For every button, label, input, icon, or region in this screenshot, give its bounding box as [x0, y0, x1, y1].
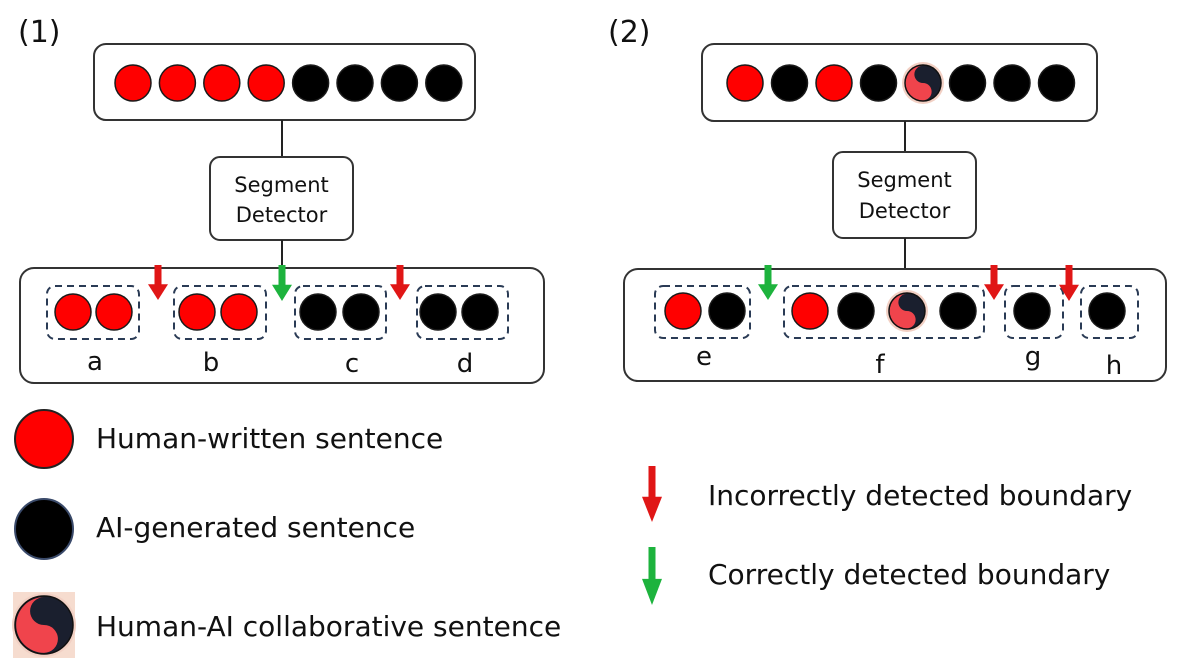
group-c-sentence-2 — [342, 293, 380, 331]
legend-human-circle — [14, 409, 74, 469]
panel-2-label: (2) — [608, 15, 651, 50]
group-label-h: h — [1106, 351, 1122, 381]
segment-group-d: d — [416, 285, 509, 379]
panel-1-output-groups: a b c d — [46, 285, 509, 379]
panel-2-boundary-3-incorrect — [1059, 265, 1079, 301]
group-a-sentence-2 — [95, 293, 133, 331]
panel-1-input-sequence — [114, 64, 463, 102]
input-sentence-3 — [815, 64, 853, 102]
legend-collab-label: Human-AI collaborative sentence — [96, 610, 561, 643]
input-sentence-7 — [993, 64, 1031, 102]
legend: Human-written sentence AI-generated sent… — [12, 409, 1132, 658]
group-f-sentence-2 — [837, 292, 875, 330]
panel-2-input-sequence — [726, 62, 1076, 104]
panel-1-boundary-1-incorrect — [148, 265, 168, 300]
input-sentence-5 — [291, 64, 330, 102]
panel-2-segment-detector — [832, 151, 977, 239]
group-label-g: g — [1025, 342, 1042, 372]
panel-1: (1) Segment Detector a b c d — [18, 15, 545, 384]
segment-group-e: e — [654, 285, 751, 372]
group-e-sentence-2 — [708, 292, 746, 330]
segment-group-b: b — [173, 285, 267, 378]
group-f-sentence-1 — [791, 292, 829, 330]
group-label-f: f — [875, 350, 885, 380]
panel-1-segment-detector — [209, 156, 354, 241]
input-sentence-5 — [902, 62, 944, 104]
legend-ai-symbol — [14, 498, 74, 560]
panel-2-input-box — [701, 43, 1098, 122]
input-sentence-7 — [380, 64, 419, 102]
legend-collab-symbol — [12, 592, 76, 658]
legend-ai-circle — [14, 498, 74, 560]
legend-correct-arrow-symbol — [642, 547, 662, 605]
panel-2: (2) Segment Detector e f g h — [608, 15, 1167, 382]
legend-ai-label: AI-generated sentence — [96, 511, 415, 544]
legend-incorrect-arrow — [642, 466, 662, 522]
input-sentence-6 — [948, 64, 987, 102]
panel-1-boundary-2-correct — [272, 265, 292, 301]
legend-collab-circle — [12, 593, 76, 657]
input-sentence-6 — [336, 64, 374, 102]
group-g-sentence-1 — [1013, 292, 1051, 330]
group-b-sentence-2 — [220, 293, 258, 331]
input-sentence-4 — [859, 64, 898, 102]
segment-group-h: h — [1080, 285, 1139, 381]
input-sentence-8 — [1037, 64, 1076, 102]
legend-incorrect-label: Incorrectly detected boundary — [708, 479, 1132, 512]
panel-1-boundaries — [148, 265, 410, 301]
input-sentence-4 — [247, 64, 285, 102]
panel-1-boundary-3-incorrect — [390, 265, 410, 300]
panel-2-boundaries — [758, 265, 1079, 301]
segment-group-a: a — [46, 285, 140, 377]
panel-1-label: (1) — [18, 15, 61, 50]
input-sentence-8 — [425, 64, 463, 102]
group-d-sentence-1 — [419, 293, 457, 331]
group-a-sentence-1 — [54, 293, 92, 331]
panel-2-boundary-2-incorrect — [984, 265, 1004, 300]
panel-2-output-groups: e f g h — [654, 285, 1139, 381]
panel-2-detector-line1: Segment — [857, 168, 952, 192]
group-label-d: d — [457, 349, 474, 379]
group-h-sentence-1 — [1088, 292, 1126, 330]
input-sentence-1 — [726, 64, 764, 102]
segment-group-f: f — [783, 285, 985, 380]
group-label-a: a — [87, 347, 103, 377]
legend-human-label: Human-written sentence — [96, 422, 443, 455]
group-b-sentence-1 — [178, 293, 216, 331]
input-sentence-2 — [770, 64, 809, 102]
group-e-sentence-1 — [664, 292, 702, 330]
input-sentence-3 — [203, 64, 241, 102]
group-label-c: c — [345, 349, 359, 379]
legend-correct-arrow — [642, 547, 662, 605]
input-sentence-2 — [158, 64, 197, 102]
segment-group-g: g — [1004, 285, 1064, 372]
panel-2-detector-line2: Detector — [859, 199, 951, 223]
group-c-sentence-1 — [299, 293, 337, 331]
legend-correct-label: Correctly detected boundary — [708, 558, 1110, 591]
legend-human-symbol — [14, 409, 74, 469]
group-d-sentence-2 — [461, 293, 499, 331]
group-label-e: e — [696, 342, 712, 372]
group-f-sentence-4 — [939, 292, 977, 330]
group-f-sentence-3 — [886, 290, 928, 332]
panel-1-detector-line1: Segment — [234, 173, 329, 197]
legend-incorrect-arrow-symbol — [642, 466, 662, 522]
segment-group-c: c — [294, 285, 387, 379]
group-label-b: b — [203, 348, 220, 378]
input-sentence-1 — [114, 64, 152, 102]
panel-2-boundary-1-correct — [758, 265, 778, 300]
panel-1-detector-line2: Detector — [236, 203, 328, 227]
